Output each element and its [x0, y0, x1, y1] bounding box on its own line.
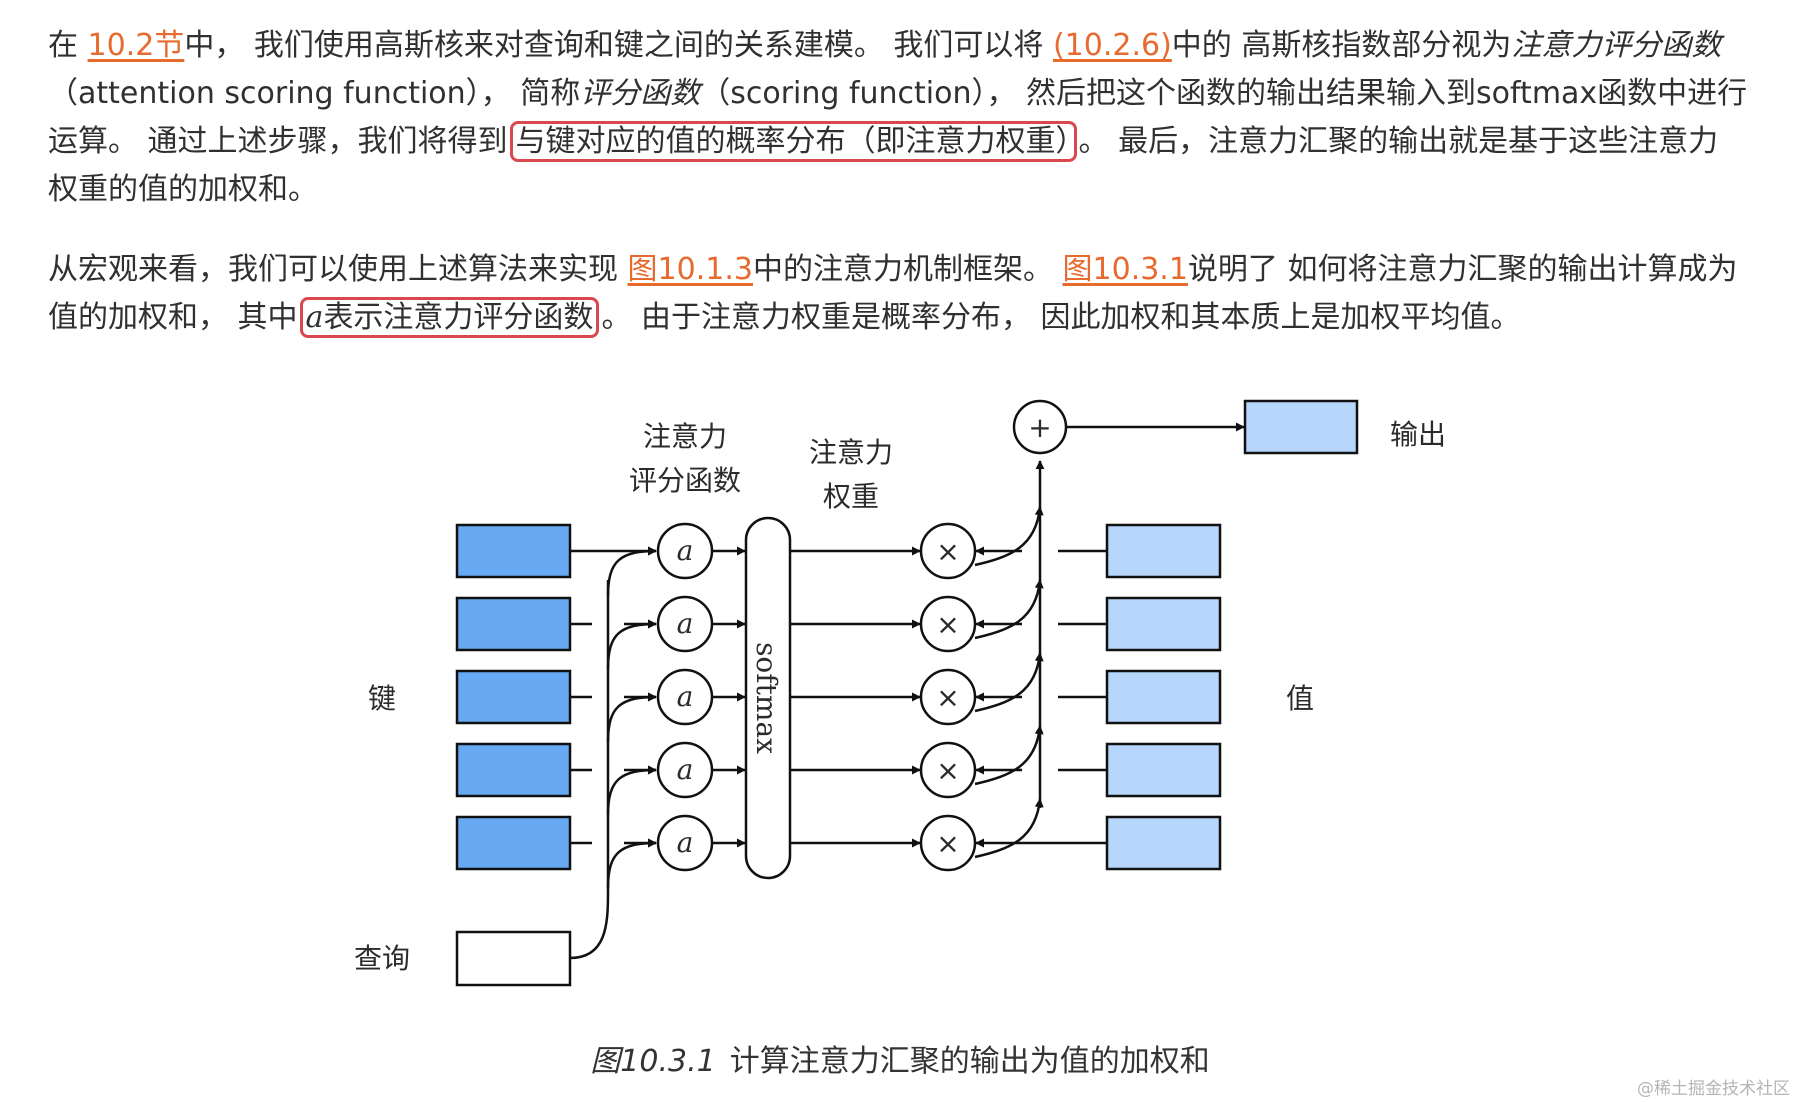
highlight-scoring-function: a表示注意力评分函数 — [299, 297, 600, 338]
query-label: 查询 — [354, 942, 410, 975]
key-box-2 — [455, 596, 572, 652]
para1-text-4: （attention scoring function）， 简称 — [48, 76, 581, 111]
para2-text-4: 。 由于注意力权重是概率分布， 因此加权和其本质上是加权平均值。 — [601, 300, 1521, 335]
scoring-header-line1: 注意力 — [643, 420, 727, 453]
query-branch-arrow-2 — [606, 619, 657, 670]
multiply-node-2 — [919, 595, 977, 653]
value-box-2 — [1105, 596, 1222, 652]
para1-text-5: （scoring function）， 然后把这个函数的输出结果输入到softm… — [48, 76, 1748, 159]
product-to-sum-arrow-1 — [974, 506, 1044, 567]
attention-rows: a × a × a × a × a × — [455, 506, 1222, 889]
multiply-icon-3: × — [936, 681, 959, 714]
query-branch-arrow-1 — [606, 546, 657, 597]
para1-text-1: 在 — [48, 28, 88, 63]
key-box-3 — [455, 669, 572, 725]
multiply-node-3 — [919, 668, 977, 726]
product-to-sum-arrow-5 — [974, 798, 1044, 859]
product-to-sum-arrow-2 — [974, 579, 1044, 640]
output-box — [1243, 399, 1359, 455]
highlight-attention-weights: 与键对应的值的概率分布（即注意力权重） — [509, 121, 1077, 162]
paragraph-overview: 从宏观来看，我们可以使用上述算法来实现 图10.1.3中的注意力机制框架。 图1… — [48, 246, 1748, 342]
scoring-header-line2: 评分函数 — [629, 464, 741, 497]
plus-icon: + — [1028, 411, 1051, 444]
link-equation-10-2-6[interactable]: (10.2.6) — [1052, 28, 1172, 63]
para2-text-1: 从宏观来看，我们可以使用上述算法来实现 — [48, 252, 628, 287]
para2-text-3: 说明了 如何将注意力汇聚的输出计算成为值的加权和， 其中 — [48, 252, 1738, 335]
para2-text-2: 中的注意力机制框架。 — [752, 252, 1063, 287]
value-box-3 — [1105, 669, 1222, 725]
term-scoring-function: 评分函数 — [580, 76, 701, 111]
scoring-symbol-1: a — [677, 534, 694, 567]
values-label: 值 — [1286, 682, 1314, 715]
query-branch-arrow-3 — [606, 692, 657, 743]
query-branch-arrow-4 — [606, 765, 657, 816]
term-attention-scoring-function: 注意力评分函数 — [1511, 28, 1722, 63]
weights-header-line1: 注意力 — [809, 436, 893, 469]
link-figure-10-1-3[interactable]: 图10.1.3 — [627, 252, 753, 287]
softmax-label: softmax — [750, 642, 783, 754]
para1-text-3: 中的 高斯核指数部分视为 — [1171, 28, 1512, 63]
highlight-scoring-text: 表示注意力评分函数 — [323, 300, 594, 335]
value-box-5 — [1105, 815, 1222, 871]
query-box — [455, 930, 572, 987]
value-box-4 — [1105, 742, 1222, 798]
key-box-1 — [455, 523, 572, 579]
key-box-4 — [455, 742, 572, 798]
query-branch-arrow-5 — [606, 838, 657, 889]
link-figure-10-3-1[interactable]: 图10.3.1 — [1062, 252, 1188, 287]
query-trunk-line — [569, 580, 610, 960]
caption-text: 计算注意力汇聚的输出为值的加权和 — [729, 1044, 1210, 1079]
multiply-icon-5: × — [936, 827, 959, 860]
caption-label: 图10.3.1 — [590, 1044, 716, 1079]
para1-text-2: 中， 我们使用高斯核来对查询和键之间的关系建模。 我们可以将 — [184, 28, 1053, 63]
product-to-sum-arrow-4 — [974, 725, 1044, 786]
key-box-5 — [455, 815, 572, 871]
output-label: 输出 — [1390, 418, 1446, 451]
product-to-sum-arrow-3 — [974, 652, 1044, 713]
link-section-10-2[interactable]: 10.2节 — [87, 28, 185, 63]
watermark: @稀土掘金技术社区 — [1637, 1079, 1790, 1099]
multiply-node-5 — [919, 814, 977, 872]
multiply-icon-4: × — [936, 754, 959, 787]
paragraph-intro: 在 10.2节中， 我们使用高斯核来对查询和键之间的关系建模。 我们可以将 (1… — [48, 22, 1748, 214]
multiply-icon-2: × — [936, 608, 959, 641]
multiply-icon-1: × — [936, 535, 959, 568]
para1-text-6: 。 最后，注意力汇聚的输出就是基于这些注意力权重的值的加权和。 — [48, 124, 1719, 207]
scoring-symbol-2: a — [677, 607, 694, 640]
figure-caption: 图10.3.1 计算注意力汇聚的输出为值的加权和 — [0, 1036, 1800, 1080]
multiply-node-1 — [919, 522, 977, 580]
keys-label: 键 — [368, 682, 396, 715]
weights-header-line2: 权重 — [823, 480, 879, 513]
scoring-symbol-5: a — [677, 826, 694, 859]
attention-pooling-figure: 键 查询 值 输出 注意力 评分函数 注意力 权重 softmax + a × a ×… — [354, 399, 1446, 987]
scoring-symbol-inline: a — [305, 300, 324, 335]
value-box-1 — [1105, 523, 1222, 579]
scoring-symbol-3: a — [677, 680, 694, 713]
scoring-symbol-4: a — [677, 753, 694, 786]
multiply-node-4 — [919, 741, 977, 799]
